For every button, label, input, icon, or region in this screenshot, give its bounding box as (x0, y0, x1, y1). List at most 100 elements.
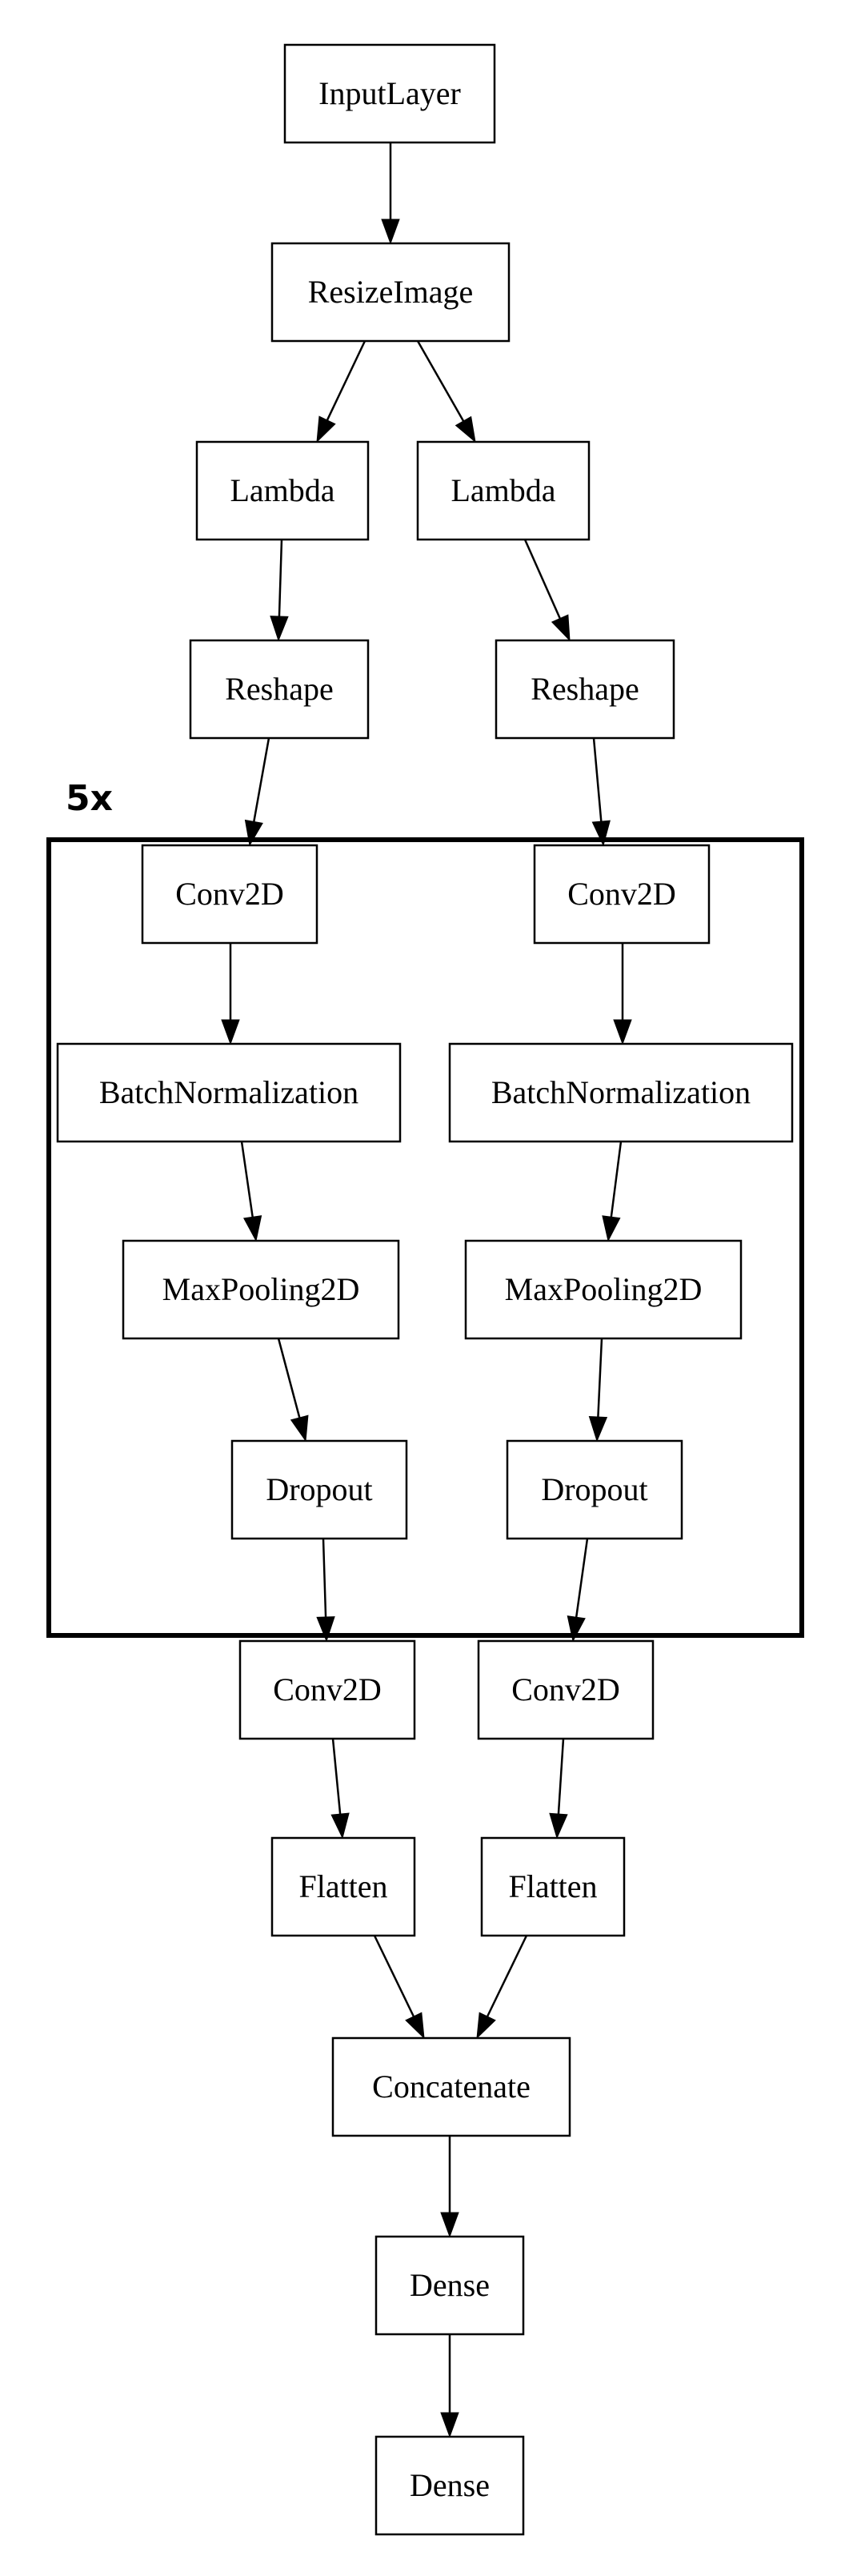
node-label: Dense (410, 2467, 490, 2503)
node-conv2d-l2: Conv2D (238, 1639, 416, 1740)
edge-line (326, 340, 366, 421)
node-flatten-r: Flatten (480, 1836, 626, 1937)
node-label: Reshape (531, 671, 639, 707)
edge-resize-to-lambda_r (416, 340, 476, 443)
arrowhead-icon (270, 616, 289, 642)
arrowhead-icon (316, 415, 336, 443)
arrowhead-icon (476, 2012, 496, 2040)
node-label: InputLayer (318, 75, 461, 111)
edge-line (278, 539, 283, 617)
node-box (331, 2036, 571, 2137)
edge-maxpool_r-to-dropout_r (588, 1338, 608, 1442)
node-label: MaxPooling2D (505, 1271, 703, 1307)
edge-line (557, 1738, 565, 1815)
node-box (122, 1239, 400, 1340)
arrowhead-icon (243, 1215, 262, 1242)
node-label: BatchNormalization (99, 1074, 358, 1110)
edge-flatten_l-to-concat (373, 1935, 425, 2040)
edge-lambda_l-to-reshape_l (270, 539, 289, 642)
edge-line (597, 1338, 603, 1418)
node-label: Conv2D (175, 876, 284, 912)
node-box (56, 1042, 402, 1143)
node-label: Reshape (225, 671, 334, 707)
node-label: Conv2D (567, 876, 676, 912)
edge-conv2d_r2-to-flatten_r (549, 1738, 568, 1840)
edge-line (523, 539, 561, 620)
node-box (270, 242, 511, 343)
arrowhead-icon (440, 2212, 459, 2238)
edge-concat-to-dense_1 (440, 2136, 459, 2238)
node-dense-1: Dense (374, 2235, 525, 2336)
edge-dropout_r-to-conv2d_r2 (567, 1538, 589, 1643)
edge-reshape_l-to-conv2d_l (244, 737, 270, 847)
edge-line (610, 1141, 623, 1218)
node-label: Flatten (298, 1868, 387, 1904)
node-box (270, 1836, 416, 1937)
arrowhead-icon (316, 1616, 335, 1643)
edge-lambda_r-to-reshape_r (523, 539, 571, 642)
node-label: Dropout (541, 1471, 647, 1507)
edge-line (253, 737, 270, 822)
arrowhead-icon (455, 415, 476, 443)
edge-resize-to-lambda_l (316, 340, 366, 443)
edge-line (373, 1935, 415, 2017)
node-box (189, 639, 370, 740)
arrowhead-icon (221, 1019, 240, 1045)
node-dropout-r: Dropout (506, 1439, 683, 1540)
edge-line (331, 1738, 342, 1815)
node-box (448, 1042, 794, 1143)
node-conv2d-r2: Conv2D (477, 1639, 655, 1740)
node-maxpool-r: MaxPooling2D (464, 1239, 743, 1340)
repeat-group-label: 5x (66, 778, 113, 819)
node-box (238, 1639, 416, 1740)
node-box (141, 844, 318, 945)
edge-conv2d_l2-to-flatten_l (330, 1738, 350, 1840)
edge-dense_1-to-dense_2 (440, 2334, 459, 2438)
node-box (230, 1439, 408, 1540)
node-label: Flatten (508, 1868, 597, 1904)
edge-line (486, 1935, 528, 2017)
arrowhead-icon (330, 1812, 350, 1840)
arrowhead-icon (588, 1415, 608, 1442)
arrowhead-icon (405, 2012, 425, 2040)
node-box (480, 1836, 626, 1937)
node-lambda-l: Lambda (195, 440, 370, 541)
node-box (283, 43, 496, 144)
node-label: Dense (410, 2267, 490, 2303)
edge-dropout_l-to-conv2d_l2 (316, 1538, 335, 1643)
repeat-group-frame (46, 837, 804, 1638)
edge-line (592, 737, 603, 822)
arrowhead-icon (602, 1215, 621, 1242)
arrowhead-icon (381, 219, 400, 245)
node-box (374, 2435, 525, 2536)
node-dense-2: Dense (374, 2435, 525, 2536)
node-resize: ResizeImage (270, 242, 511, 343)
node-box (477, 1639, 655, 1740)
node-input: InputLayer (283, 43, 496, 144)
node-box (533, 844, 711, 945)
edge-conv2d_l-to-batchnorm_l (221, 943, 240, 1045)
node-box (195, 440, 370, 541)
node-box (374, 2235, 525, 2336)
repeat-group: 5x (46, 778, 804, 1638)
node-label: MaxPooling2D (162, 1271, 360, 1307)
edge-batchnorm_r-to-maxpool_r (602, 1141, 623, 1242)
arrowhead-icon (591, 820, 611, 847)
node-box (506, 1439, 683, 1540)
node-label: ResizeImage (308, 274, 474, 310)
arrowhead-icon (551, 614, 571, 642)
edge-conv2d_r-to-batchnorm_r (613, 943, 632, 1045)
node-maxpool-l: MaxPooling2D (122, 1239, 400, 1340)
edge-line (416, 340, 465, 422)
node-box (416, 440, 591, 541)
node-batchnorm-r: BatchNormalization (448, 1042, 794, 1143)
edge-input-to-resize (381, 142, 400, 245)
node-reshape-r: Reshape (495, 639, 675, 740)
node-concat: Concatenate (331, 2036, 571, 2137)
node-flatten-l: Flatten (270, 1836, 416, 1937)
node-box (495, 639, 675, 740)
node-conv2d-l: Conv2D (141, 844, 318, 945)
edge-line (322, 1538, 327, 1618)
